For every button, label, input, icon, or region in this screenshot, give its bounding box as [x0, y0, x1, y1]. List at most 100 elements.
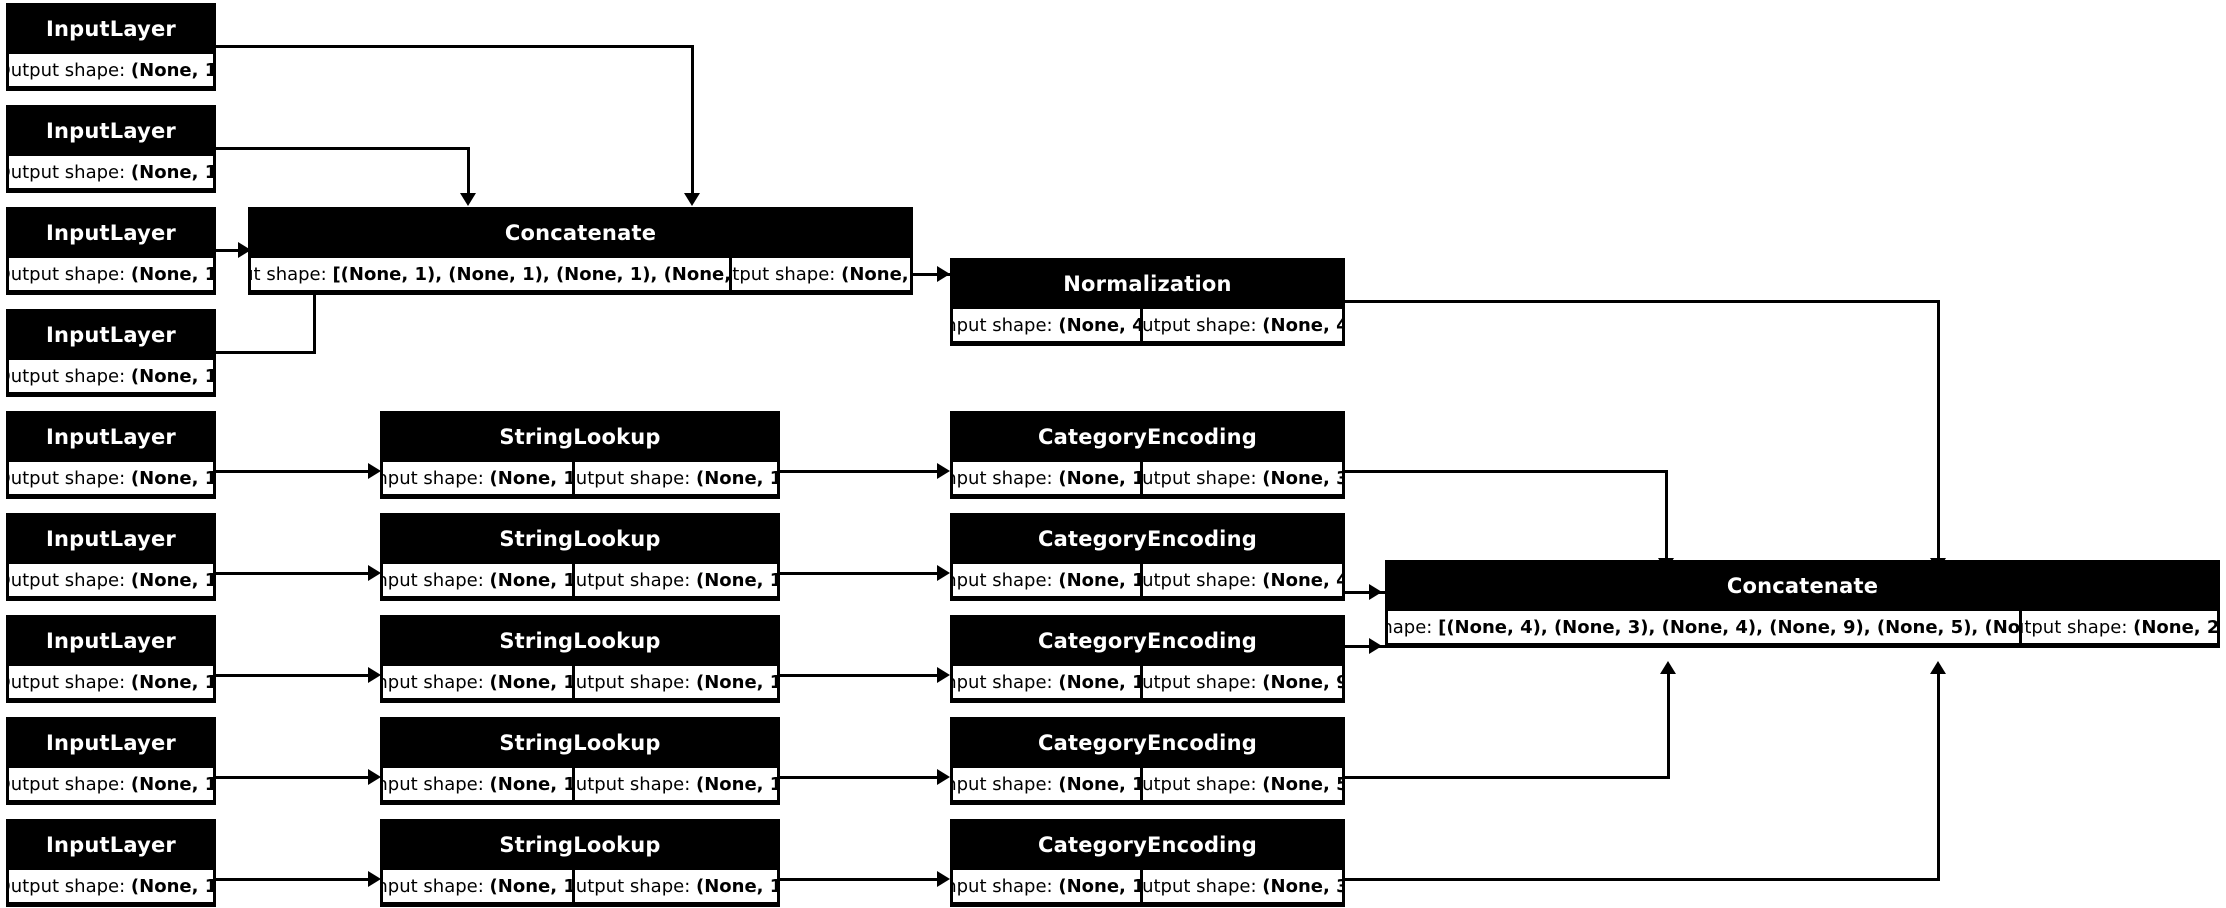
output-shape-cell: Output shape: (None, 1) — [9, 870, 213, 902]
edge-encode1-to-final-h — [1345, 470, 1668, 473]
node-shape-row: Input shape: (None, 1) Output shape: (No… — [383, 564, 777, 598]
node-shape-row: Output shape: (None, 1) — [9, 258, 213, 292]
node-title: Concatenate — [251, 210, 910, 258]
input-shape-label: Input shape: — [953, 773, 1053, 795]
node-category-encoding-2[interactable]: CategoryEncoding Input shape: (None, 1) … — [950, 513, 1345, 601]
input-shape-cell: Input shape: (None, 1) — [383, 462, 573, 494]
node-category-encoding-4[interactable]: CategoryEncoding Input shape: (None, 1) … — [950, 717, 1345, 805]
edge-catinput4-arrowhead — [368, 769, 381, 785]
node-title: Concatenate — [1388, 563, 2217, 611]
input-shape-cell: Input shape: (None, 1) — [953, 768, 1140, 800]
output-shape-label: Output shape: — [1142, 569, 1257, 591]
node-input-layer-categorical-5[interactable]: InputLayer Output shape: (None, 1) — [6, 819, 216, 907]
node-concatenate-final[interactable]: Concatenate Input shape: [(None, 4), (No… — [1385, 560, 2220, 648]
input-shape-value: (None, 1) — [1058, 671, 1139, 693]
node-title: StringLookup — [383, 414, 777, 462]
output-shape-value: (None, 4) — [1262, 314, 1342, 336]
node-category-encoding-5[interactable]: CategoryEncoding Input shape: (None, 1) … — [950, 819, 1345, 907]
output-shape-label: Output shape: — [9, 59, 126, 81]
input-shape-label: Input shape: — [383, 773, 484, 795]
input-shape-value: (None, 1) — [1058, 773, 1139, 795]
node-string-lookup-3[interactable]: StringLookup Input shape: (None, 1) Outp… — [380, 615, 780, 703]
node-shape-row: Input shape: (None, 1) Output shape: (No… — [383, 666, 777, 700]
output-shape-label: Output shape: — [2022, 616, 2128, 638]
input-shape-value: (None, 1) — [489, 467, 573, 489]
input-shape-cell: Input shape: [(None, 1), (None, 1), (Non… — [251, 258, 730, 290]
edge-input2-arrowhead — [460, 193, 476, 206]
output-shape-cell: Output shape: (None, 1) — [575, 564, 777, 596]
node-title: StringLookup — [383, 618, 777, 666]
output-shape-cell: Output shape: (None, 1) — [9, 360, 213, 392]
node-shape-row: Output shape: (None, 1) — [9, 768, 213, 802]
output-shape-label: Output shape: — [9, 875, 126, 897]
edge-catinput1-arrowhead — [368, 463, 381, 479]
input-shape-value: (None, 1) — [489, 671, 573, 693]
input-shape-cell: Input shape: (None, 1) — [953, 462, 1140, 494]
output-shape-cell: Output shape: (None, 28) — [2021, 611, 2217, 643]
output-shape-value: (None, 1) — [130, 773, 213, 795]
output-shape-value: (None, 1) — [130, 875, 213, 897]
output-shape-value: (None, 1) — [130, 467, 213, 489]
edge-encode3-to-final-h — [1345, 645, 1385, 648]
output-shape-value: (None, 1) — [696, 875, 777, 897]
node-shape-row: Input shape: (None, 4) Output shape: (No… — [953, 309, 1342, 343]
node-category-encoding-3[interactable]: CategoryEncoding Input shape: (None, 1) … — [950, 615, 1345, 703]
node-shape-row: Input shape: (None, 1) Output shape: (No… — [383, 870, 777, 904]
node-title: CategoryEncoding — [953, 822, 1342, 870]
edge-encode1-to-final-v — [1665, 470, 1668, 560]
node-normalization[interactable]: Normalization Input shape: (None, 4) Out… — [950, 258, 1345, 346]
node-shape-row: Output shape: (None, 1) — [9, 564, 213, 598]
node-input-layer-categorical-1[interactable]: InputLayer Output shape: (None, 1) — [6, 411, 216, 499]
node-input-layer-categorical-4[interactable]: InputLayer Output shape: (None, 1) — [6, 717, 216, 805]
input-shape-label: Input shape: — [953, 875, 1053, 897]
output-shape-cell: Output shape: (None, 4) — [1142, 309, 1342, 341]
output-shape-cell: Output shape: (None, 1) — [575, 462, 777, 494]
input-shape-value: (None, 1) — [1058, 569, 1139, 591]
node-input-layer-categorical-3[interactable]: InputLayer Output shape: (None, 1) — [6, 615, 216, 703]
output-shape-cell: Output shape: (None, 3) — [1142, 462, 1342, 494]
edge-lookup3-arrowhead — [937, 667, 950, 683]
node-input-layer-numeric-3[interactable]: InputLayer Output shape: (None, 1) — [6, 207, 216, 295]
node-title: InputLayer — [9, 108, 213, 156]
edge-encode5-to-final-h — [1345, 878, 1940, 881]
edge-catinput4-to-lookup4 — [214, 776, 369, 779]
node-shape-row: Output shape: (None, 1) — [9, 156, 213, 190]
node-category-encoding-1[interactable]: CategoryEncoding Input shape: (None, 1) … — [950, 411, 1345, 499]
output-shape-cell: Output shape: (None, 1) — [575, 870, 777, 902]
node-string-lookup-2[interactable]: StringLookup Input shape: (None, 1) Outp… — [380, 513, 780, 601]
output-shape-value: (None, 9) — [1262, 671, 1342, 693]
node-input-layer-numeric-4[interactable]: InputLayer Output shape: (None, 1) — [6, 309, 216, 397]
output-shape-label: Output shape: — [575, 875, 691, 897]
output-shape-value: (None, 4) — [1262, 569, 1342, 591]
input-shape-value: (None, 4) — [1058, 314, 1139, 336]
node-title: StringLookup — [383, 822, 777, 870]
node-string-lookup-4[interactable]: StringLookup Input shape: (None, 1) Outp… — [380, 717, 780, 805]
node-input-layer-numeric-1[interactable]: InputLayer Output shape: (None, 1) — [6, 3, 216, 91]
output-shape-value: (None, 1) — [130, 569, 213, 591]
input-shape-cell: Input shape: (None, 1) — [383, 768, 573, 800]
input-shape-label: Input shape: — [383, 467, 484, 489]
output-shape-label: Output shape: — [9, 365, 126, 387]
output-shape-label: Output shape: — [9, 773, 126, 795]
edge-norm-to-final-h — [1345, 300, 1940, 303]
node-input-layer-numeric-2[interactable]: InputLayer Output shape: (None, 1) — [6, 105, 216, 193]
edge-lookup4-arrowhead — [937, 769, 950, 785]
node-title: CategoryEncoding — [953, 618, 1342, 666]
output-shape-cell: Output shape: (None, 4) — [732, 258, 910, 290]
output-shape-value: (None, 1) — [130, 161, 213, 183]
output-shape-label: Output shape: — [575, 773, 691, 795]
input-shape-value: (None, 1) — [489, 773, 573, 795]
input-shape-label: Input shape: — [1388, 616, 1433, 638]
node-string-lookup-5[interactable]: StringLookup Input shape: (None, 1) Outp… — [380, 819, 780, 907]
edge-catinput1-to-lookup1 — [214, 470, 369, 473]
node-concatenate-numeric[interactable]: Concatenate Input shape: [(None, 1), (No… — [248, 207, 913, 295]
node-title: InputLayer — [9, 822, 213, 870]
node-title: StringLookup — [383, 720, 777, 768]
output-shape-label: Output shape: — [9, 161, 126, 183]
node-shape-row: Input shape: (None, 1) Output shape: (No… — [383, 768, 777, 802]
output-shape-value: (None, 3) — [1262, 875, 1342, 897]
node-string-lookup-1[interactable]: StringLookup Input shape: (None, 1) Outp… — [380, 411, 780, 499]
node-input-layer-categorical-2[interactable]: InputLayer Output shape: (None, 1) — [6, 513, 216, 601]
output-shape-label: Output shape: — [9, 467, 126, 489]
input-shape-value: (None, 1) — [1058, 875, 1139, 897]
